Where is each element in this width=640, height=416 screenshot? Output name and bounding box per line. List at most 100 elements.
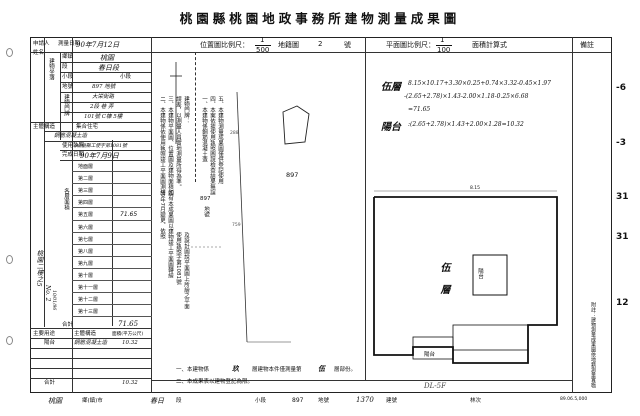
binder-hole	[6, 255, 13, 264]
note-line-6: 四、本成果圖以建物竣工平面圖轉繪	[167, 190, 173, 278]
floor-label: 第十三層	[78, 309, 99, 316]
plan-scale-den: 100	[437, 46, 451, 54]
door-no-value: 101號 C棟 5樓	[84, 114, 123, 120]
note-line-8: 及設計圖說平面圖上所繪之平面	[183, 232, 189, 309]
location-scale-label: 位置圖比例尺：	[200, 41, 249, 49]
balcony-structure: 鋼筋混凝土造	[74, 340, 108, 346]
note-line-7: 使用執照字第1081號	[175, 232, 181, 285]
note-line-5: 89年7月變更、依照	[159, 190, 165, 239]
subsection-value: 小段	[120, 74, 132, 80]
edge-number: 31	[616, 232, 629, 242]
footer-subsection-suffix: 小段	[255, 398, 267, 404]
floor-label: 第十層	[78, 272, 94, 279]
accessory-col-structure: 主體構造	[74, 331, 97, 337]
bottom-note-2: 二、本成果表以建物登記為限。	[176, 379, 254, 385]
binder-hole	[6, 48, 13, 57]
plan-balcony-label-1: 陽台	[477, 268, 483, 279]
floor-row: 第二層	[72, 174, 152, 185]
note-line-4: 建物門牌：	[183, 96, 189, 124]
door-lane-value: 2段 巷 弄	[90, 104, 114, 110]
floor-plan-drawing	[373, 190, 558, 364]
side-stamp-num: 10/01/96	[51, 290, 56, 311]
balcony-area: 10.32	[122, 340, 138, 346]
accessory-col-usage: 主要用途	[33, 331, 56, 337]
floor-label: 第十二層	[78, 297, 99, 304]
plan-scale-num: 1	[440, 36, 445, 44]
completed-value: 90年7月9日	[80, 152, 119, 160]
floor-row: 第十層	[72, 271, 152, 282]
floor-label: 第六層	[78, 224, 94, 231]
plan-room-label: 伍層	[438, 262, 449, 306]
floor-row: 第三層	[72, 186, 152, 197]
floor-label: 第二層	[78, 176, 94, 183]
note-mid-1: 一、本建物係鋼筋混凝土造	[201, 96, 207, 162]
floor-label: 第八層	[78, 248, 94, 255]
usage-value: 集合住宅	[76, 124, 99, 130]
edge-number: 31	[616, 192, 629, 202]
footer-building-suffix: 建號	[386, 398, 398, 404]
note-mid-3: 五、本建物測量成果圖僅供登記使用	[217, 96, 223, 184]
location-plan-drawing	[170, 62, 310, 343]
floor-label: 第四層	[78, 200, 94, 207]
lot-map-no: 2	[318, 40, 323, 48]
footer-section: 春日	[150, 397, 164, 405]
remarks-label: 備註	[580, 41, 594, 49]
calc-balcony-label: 陽台	[381, 122, 401, 133]
calc-five-floor-label: 伍層	[381, 82, 401, 93]
main-structure-value: 鋼筋混凝土造	[54, 133, 88, 139]
edge-number: -3	[616, 138, 626, 148]
note-line-1: 二、本建物係依使用執照竣工平面圖測繪	[159, 96, 165, 195]
floor-row: 第七層	[72, 235, 152, 245]
section-value: 春日段	[98, 64, 119, 72]
floor-row: 第十二層	[72, 295, 152, 306]
bottom-note-1-floors: 玖	[232, 364, 239, 373]
lot-map-suffix: 號	[344, 41, 351, 49]
footer-section-suffix: 段	[176, 398, 182, 404]
township-value: 桃園	[100, 54, 114, 62]
floor-label: 地面層	[78, 164, 94, 170]
note-mid-lot: 897	[200, 196, 211, 202]
applicant-label: 申請人	[33, 41, 50, 47]
edge-number: -6	[616, 83, 626, 93]
bottom-note-1-prefix: 一、本建物係	[176, 367, 210, 373]
edge-number: 12	[616, 298, 629, 308]
floor-area-value: 71.65	[120, 211, 138, 219]
calc-line-1: 8.15×10.17+3.30×0.25+0.74×3.32-0.45×1.97	[408, 80, 551, 87]
location-lot-num: 897	[286, 171, 299, 179]
footer-lot: 897	[292, 397, 304, 404]
floor-row: 地面層	[72, 162, 152, 173]
floor-area-label: 各層面積	[63, 188, 69, 210]
floor-label: 第九層	[78, 260, 94, 267]
remarks-note: 附註：建物測量成果圖依地籍測量實施規則第二百八十二條規定辦理	[590, 302, 596, 388]
lot-number-value: 897 地號	[92, 84, 116, 90]
accessory-col-area: 面積(平方公尺)	[112, 332, 144, 337]
permit-label: 使用執照	[62, 143, 85, 149]
side-stamp: 桃園二樓之5	[35, 250, 43, 287]
row-label-subsection: 小段	[62, 74, 74, 80]
floor-row: 第十三層	[72, 307, 152, 318]
calc-line-3: =71.65	[408, 106, 431, 113]
total-area: 71.65	[118, 320, 139, 328]
floor-row: 第四層	[72, 198, 152, 209]
location-label: 建物坐落	[48, 58, 54, 80]
floor-row: 第六層	[72, 223, 152, 233]
footer-sign-label: 林次	[470, 398, 482, 404]
floor-label: 第十一層	[78, 285, 99, 291]
permit-value: 90桃縣工使字第1081號	[75, 144, 127, 149]
location-scale-den: 500	[256, 46, 270, 54]
floor-label: 第七層	[78, 236, 94, 243]
location-label-a: 288	[230, 131, 239, 136]
row-label-section: 段	[62, 64, 68, 70]
plan-balcony-label-2: 陽台	[424, 352, 436, 358]
location-label-b: 759	[232, 223, 241, 228]
plan-dim-top: 8.15	[470, 186, 481, 191]
note-line-2: 三、本建物平面圖、位置圖及建物面積如有	[167, 96, 173, 201]
note-mid-lot-suffix: 地號	[203, 206, 209, 217]
survey-sheet	[30, 37, 612, 393]
bottom-note-1-suffix: 層部份。	[334, 367, 357, 373]
door-road-value: 大栄街路	[92, 94, 115, 100]
applicant-sub: 姓名	[33, 50, 45, 56]
note-mid-2: 四、本案依據使用執照圖說檢查結果無誤	[209, 96, 215, 195]
area-calc-label: 面積計算式	[472, 41, 507, 49]
